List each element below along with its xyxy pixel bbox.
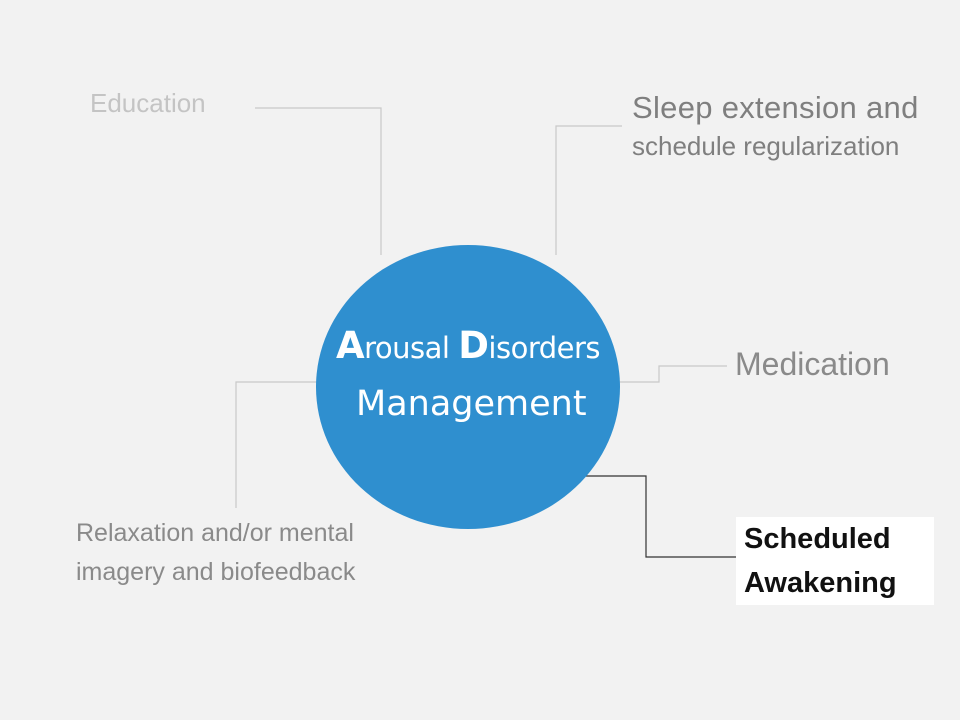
label-sleep-line1: Sleep extension and: [632, 90, 919, 125]
connector-sleep: [555, 125, 622, 255]
connector-education: [255, 107, 382, 255]
center-circle: [316, 245, 620, 529]
label-scheduled-awakening: Scheduled Awakening: [736, 517, 934, 605]
label-sleep-line2: schedule regularization: [632, 131, 900, 161]
center-title-cap-a: A: [335, 324, 365, 367]
center-title-rest-d: isorders: [488, 331, 601, 365]
connector-relaxation: [235, 381, 318, 508]
label-medication: Medication: [735, 346, 890, 382]
label-sleep-extension: Sleep extension and schedule regularizat…: [632, 88, 919, 164]
center-title: Arousal Disorders: [316, 326, 620, 368]
center-title-cap-d: D: [458, 324, 489, 367]
label-relaxation: Relaxation and/or mental imagery and bio…: [76, 519, 356, 586]
label-education: Education: [90, 88, 206, 118]
center-title-rest-a: rousal: [364, 331, 459, 365]
connector-scheduled: [585, 475, 736, 558]
connector-medication: [620, 365, 727, 383]
center-subtitle: Management: [356, 384, 587, 424]
